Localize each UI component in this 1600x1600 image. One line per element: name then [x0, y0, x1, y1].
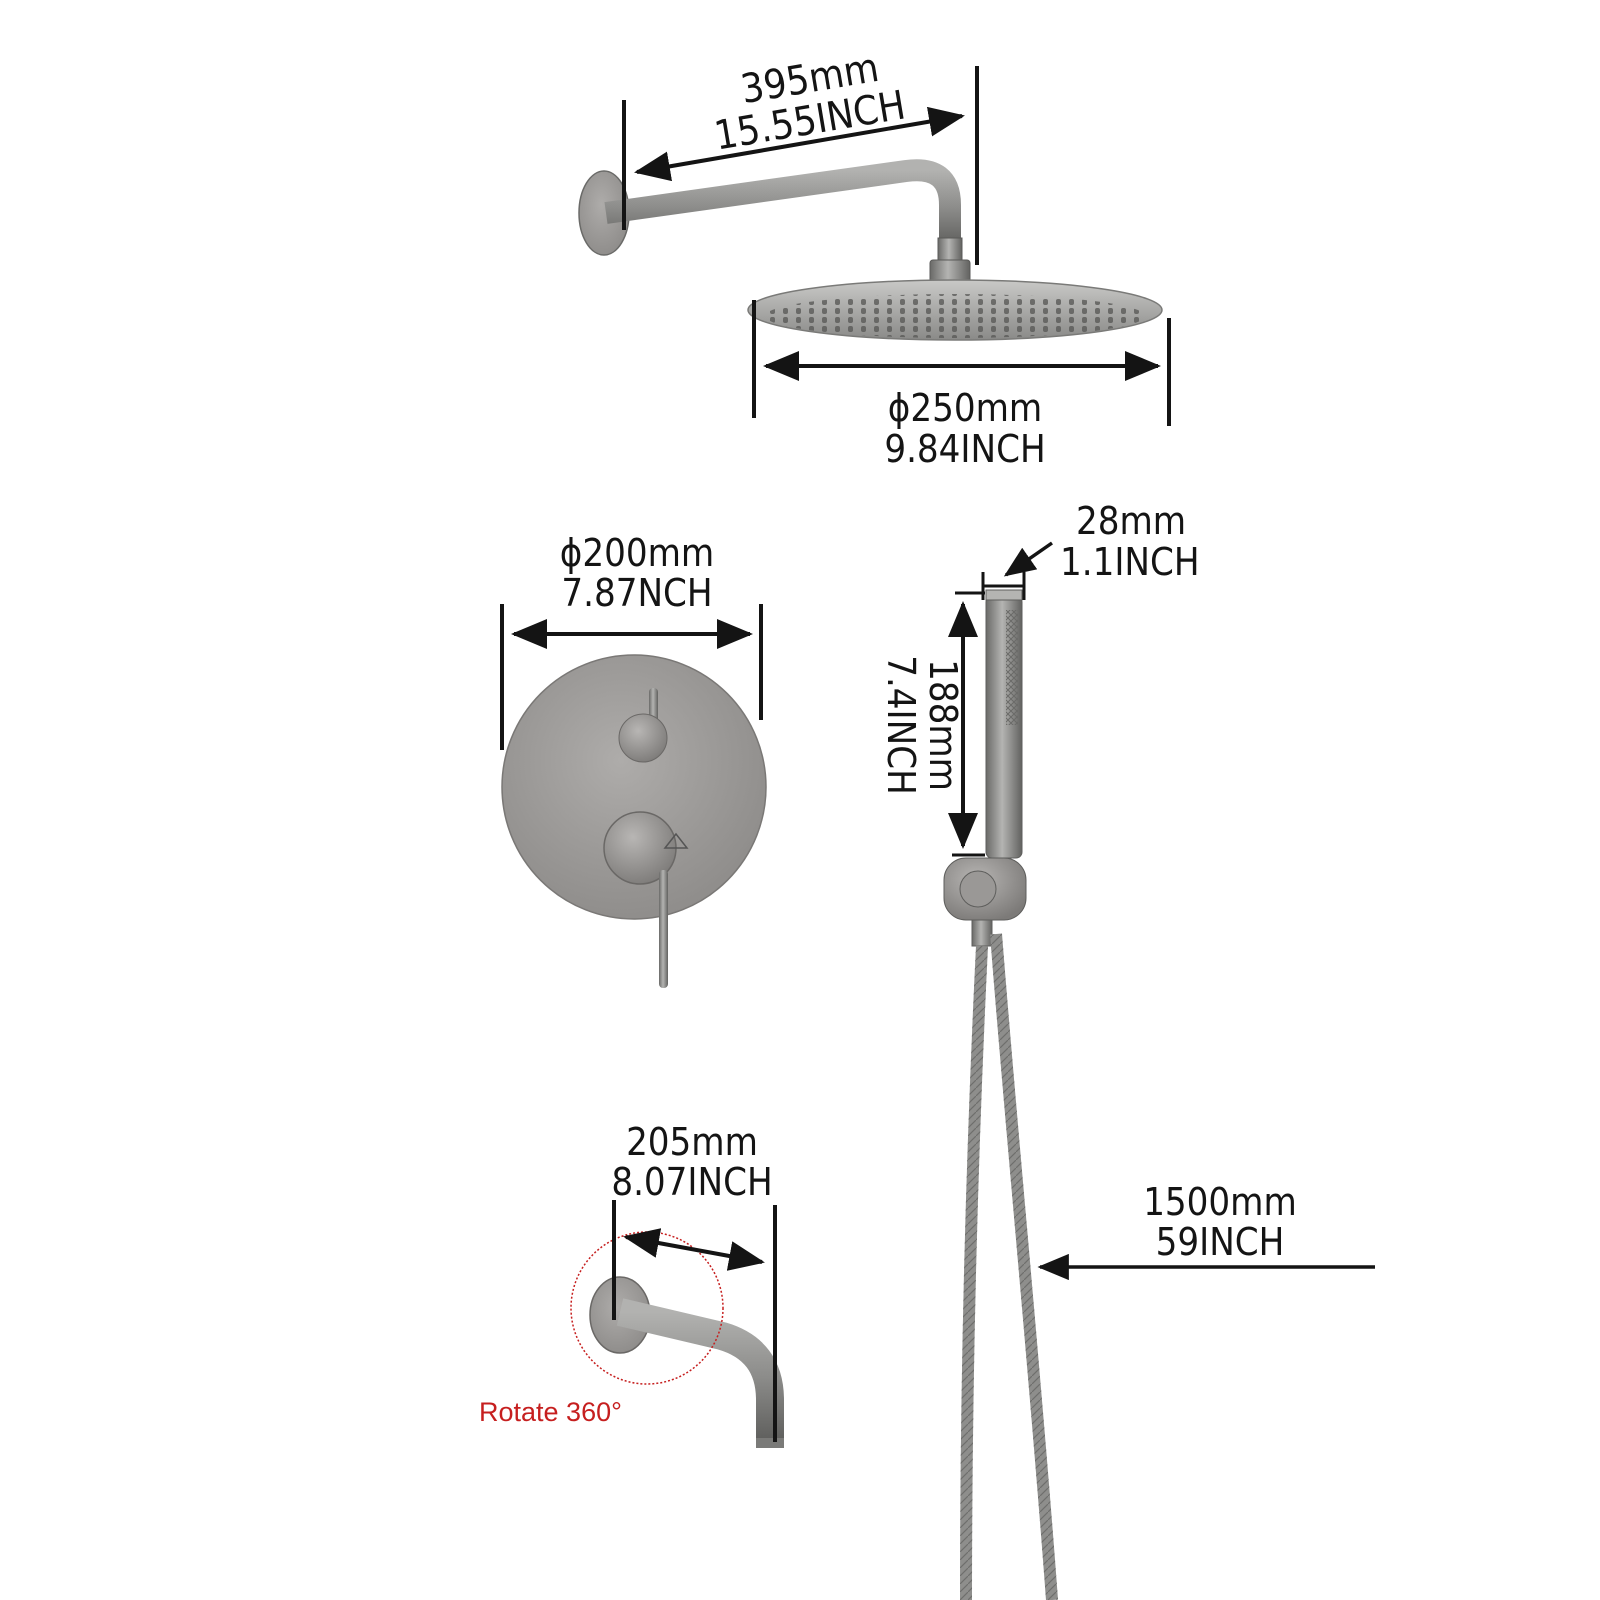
shower-arm-assembly	[578, 159, 971, 291]
tub-spout	[589, 1276, 784, 1448]
handheld-shower	[943, 589, 1058, 1600]
valve-trim-plate	[501, 654, 767, 988]
dim-handheld-diameter-mm: 28mm	[1076, 499, 1186, 543]
dim-hose: 1500mm 59INCH	[1037, 1180, 1375, 1281]
arm-swivel-joint	[937, 237, 963, 261]
dim-handheld-length-mm: 188mm	[921, 659, 965, 791]
handheld-tip	[985, 589, 1023, 601]
braided-hose	[960, 933, 1058, 1600]
dim-handheld-diameter-inch: 1.1INCH	[1060, 540, 1200, 584]
dim-tub-spout-inch: 8.07INCH	[611, 1160, 772, 1204]
dim-shower-head-mm: ϕ250mm	[888, 386, 1042, 430]
dim-valve-plate-inch: 7.87NCH	[561, 571, 712, 615]
rotate-label: Rotate 360°	[479, 1397, 622, 1427]
spout-outlet	[756, 1438, 784, 1448]
rotate-indicator: Rotate 360°	[479, 1231, 724, 1427]
hose-nut	[971, 919, 993, 947]
dim-handheld-length-inch: 7.4INCH	[879, 655, 923, 795]
dim-hose-inch: 59INCH	[1156, 1220, 1285, 1264]
shower-arm-tube	[604, 159, 961, 246]
rain-shower-head	[747, 279, 1163, 341]
dim-valve-plate-mm: ϕ200mm	[560, 531, 714, 575]
dim-handheld-length: 188mm 7.4INCH	[879, 591, 985, 857]
dim-hose-mm: 1500mm	[1143, 1180, 1297, 1224]
brand-logo-icon	[663, 832, 689, 849]
diverter-knob	[618, 713, 668, 763]
dim-shower-head-inch: 9.84INCH	[884, 427, 1045, 471]
handheld-knurl-grip	[1006, 610, 1018, 725]
dim-tub-spout-mm: 205mm	[626, 1120, 758, 1164]
dim-handheld-diameter: 28mm 1.1INCH	[981, 499, 1200, 600]
mixer-lever	[659, 870, 668, 988]
dim-shower-head: ϕ250mm 9.84INCH	[752, 300, 1171, 471]
dim-shower-arm: 395mm 15.55INCH	[622, 45, 979, 265]
shower-head-nozzles	[765, 294, 1145, 338]
hose-holder-outlet	[959, 870, 997, 908]
dim-valve-plate: ϕ200mm 7.87NCH	[500, 531, 763, 750]
spout-body	[616, 1298, 784, 1442]
dim-tub-spout: 205mm 8.07INCH	[611, 1120, 777, 1442]
